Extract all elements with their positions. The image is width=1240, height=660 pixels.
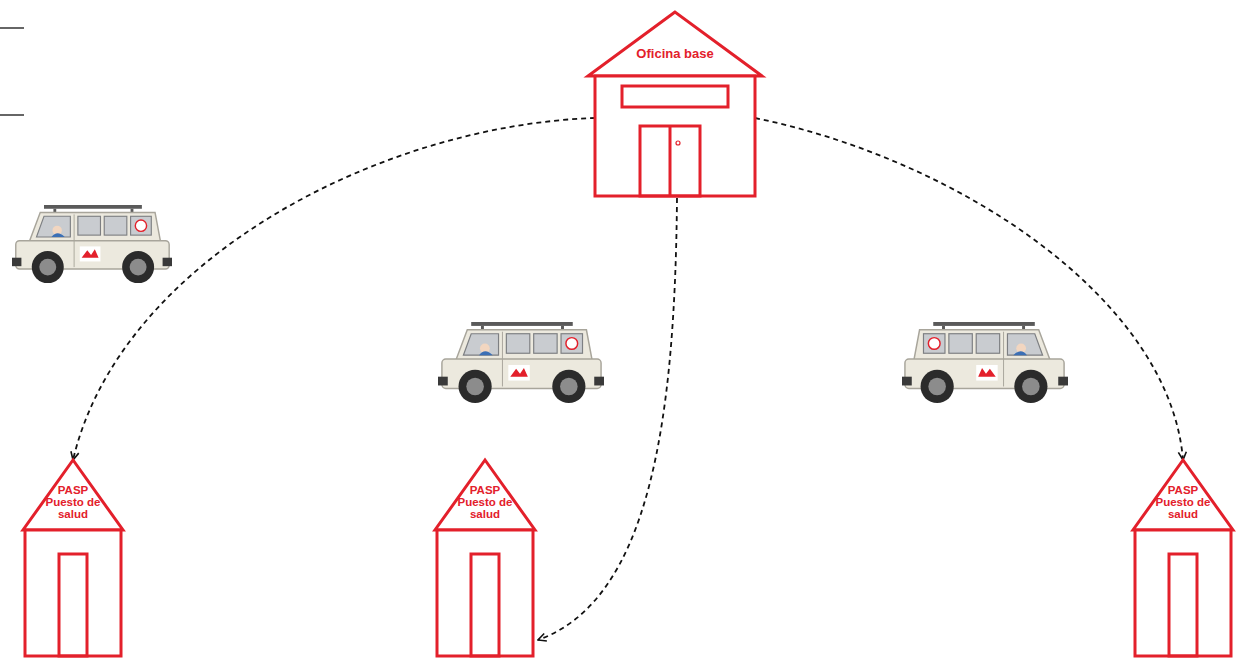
health-post: PASP Puesto de salud xyxy=(432,458,538,658)
post-label: PASP Puesto de salud xyxy=(1154,484,1212,520)
vehicle xyxy=(438,322,604,403)
post-label: PASP Puesto de salud xyxy=(44,484,102,520)
margin-mark xyxy=(0,27,24,29)
margin-mark xyxy=(0,114,24,116)
vehicle-mirrored xyxy=(902,322,1068,403)
base-office: Oficina base xyxy=(585,10,765,198)
post-label: PASP Puesto de salud xyxy=(456,484,514,520)
health-post: PASP Puesto de salud xyxy=(20,458,126,658)
office-house-outline xyxy=(585,10,765,198)
office-label: Oficina base xyxy=(585,46,765,62)
health-post: PASP Puesto de salud xyxy=(1130,458,1236,658)
vehicle xyxy=(902,322,1068,403)
dashed-route-arrow xyxy=(755,118,1183,460)
vehicle xyxy=(12,205,172,283)
dashed-route-arrow xyxy=(538,198,677,640)
dashed-route-arrow xyxy=(73,118,595,460)
